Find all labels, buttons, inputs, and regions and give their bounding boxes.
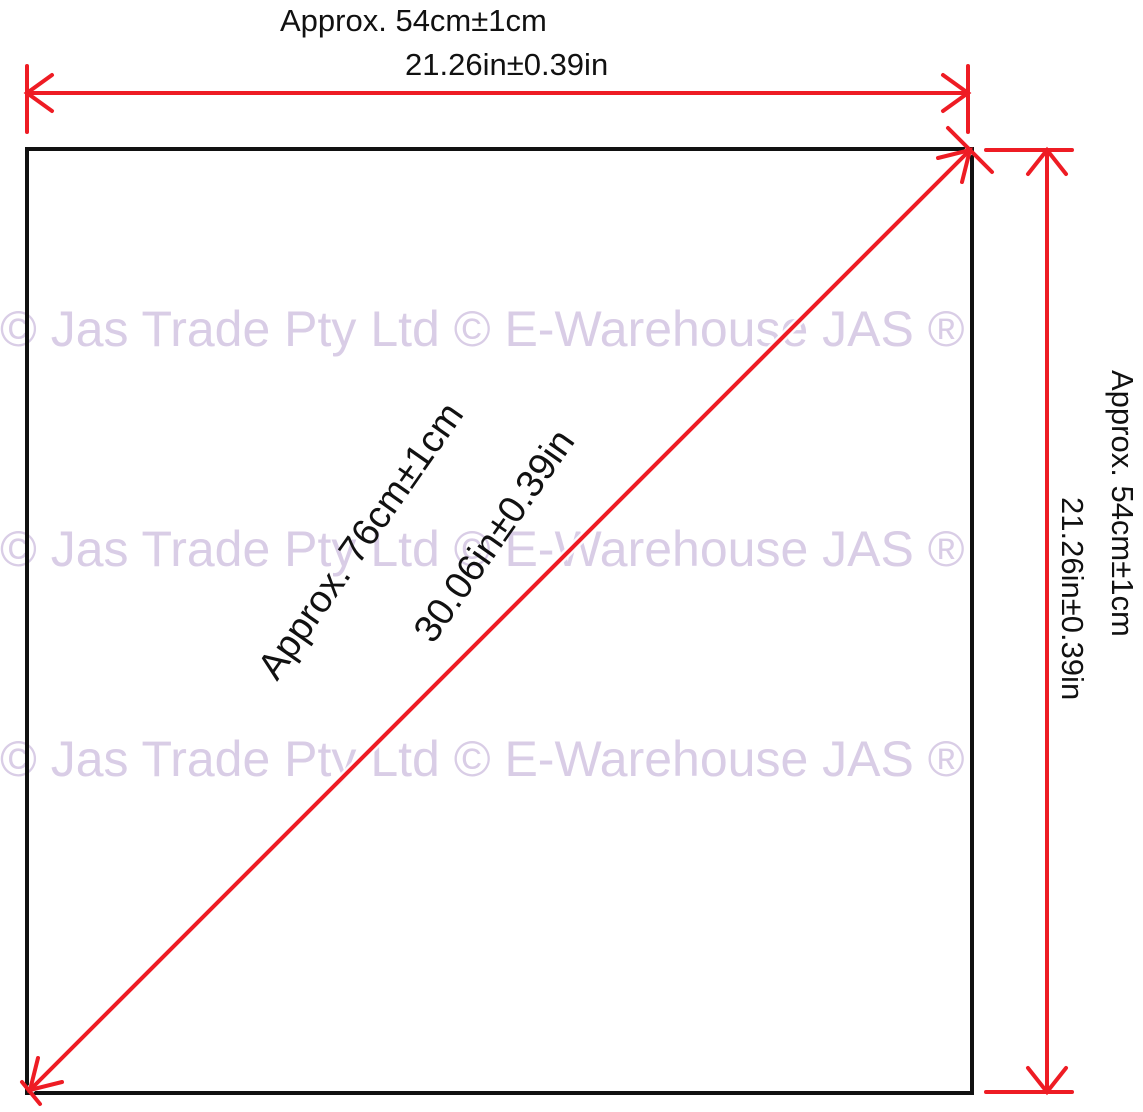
width-arrow-right (941, 73, 972, 113)
watermark-line-2: © Jas Trade Pty Ltd © E-Warehouse JAS ® (0, 521, 965, 577)
watermark-line-3: © Jas Trade Pty Ltd © E-Warehouse JAS ® (0, 731, 965, 787)
diagonal-dimension-line (28, 148, 972, 1092)
square-outline (25, 147, 974, 1095)
height-dimension (984, 146, 1074, 1096)
width-dimension (23, 64, 972, 134)
width-label-inch: 21.26in±0.39in (405, 47, 608, 82)
height-arrow-top (1026, 146, 1068, 176)
width-arrow-left (23, 73, 54, 113)
height-label-cm: Approx. 54cm±1cm (1105, 370, 1140, 637)
height-label-inch: 21.26in±0.39in (1055, 497, 1090, 700)
diagonal-dimension (20, 126, 994, 1106)
height-arrow-bottom (1026, 1066, 1068, 1096)
watermark-line-1: © Jas Trade Pty Ltd © E-Warehouse JAS ® (0, 301, 965, 357)
diagonal-tick-bottom-left (20, 1080, 42, 1106)
diagonal-tick-top-right (946, 126, 994, 174)
width-label-cm: Approx. 54cm±1cm (280, 3, 547, 38)
